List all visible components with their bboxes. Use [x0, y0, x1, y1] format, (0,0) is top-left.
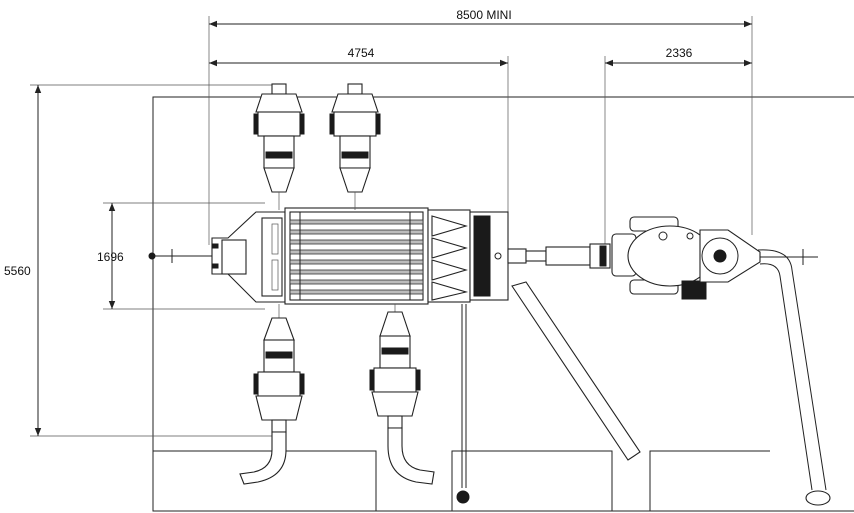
cyclone-bottom-right	[369, 304, 435, 485]
dimension-label-overall-height: 5560	[4, 264, 31, 278]
cable-drop	[456, 304, 470, 504]
floor-outline	[152, 96, 854, 512]
dimension-label-overall-length: 8500 MINI	[456, 8, 511, 22]
dimension-label-gear-length: 4754	[348, 46, 375, 60]
main-frame	[284, 207, 429, 305]
dimension-right-span: 2336	[604, 46, 752, 245]
discharge-chute	[511, 281, 641, 461]
dimension-overall-length: 8500 MINI	[208, 8, 753, 245]
motor-unit	[611, 216, 818, 300]
dimension-label-right-span: 2336	[666, 46, 693, 60]
dimension-gear-width: 1696	[97, 202, 265, 310]
dimension-gear-length: 4754	[209, 46, 509, 212]
dimension-overall-height: 5560	[4, 84, 280, 437]
head-unit	[211, 211, 286, 303]
discharge-pipe-right	[757, 249, 831, 506]
gearbox	[469, 211, 509, 301]
dimension-label-gear-width: 1696	[97, 250, 124, 264]
cyclone-bottom-left	[239, 304, 305, 485]
feed-section	[427, 209, 471, 303]
coupling-shaft	[507, 243, 611, 269]
cyclone-top-right	[329, 83, 381, 210]
drive-shaft-left	[148, 249, 212, 263]
frame-ribs	[289, 219, 424, 295]
cyclone-top-left	[253, 83, 305, 210]
